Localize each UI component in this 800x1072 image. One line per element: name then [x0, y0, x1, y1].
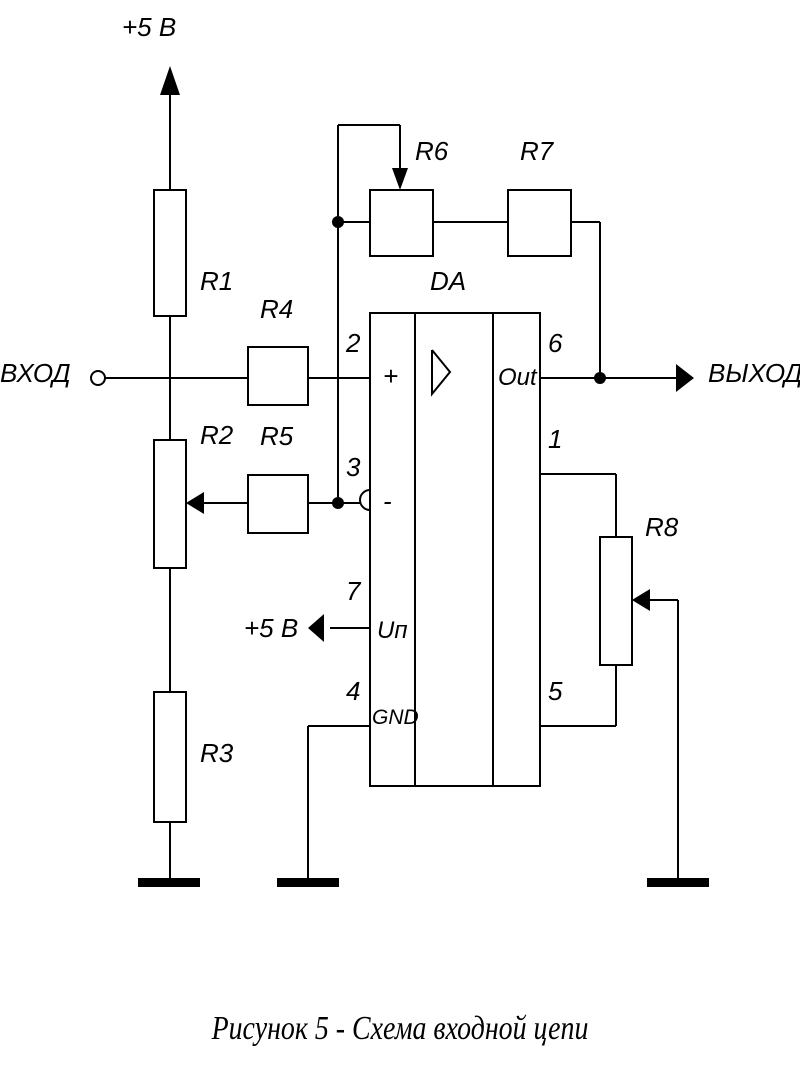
label-pin3: 3: [346, 452, 361, 482]
r6-wiper-arrow: [392, 168, 408, 190]
supply-arrow-up: [160, 66, 180, 95]
label-pin4: 4: [346, 676, 360, 706]
label-r2: R2: [200, 420, 234, 450]
label-output: ВЫХОД: [708, 358, 800, 388]
label-r8: R8: [645, 512, 679, 542]
r8-wiper-arrow: [632, 589, 650, 611]
output-arrow-icon: [676, 364, 694, 392]
labels: +5 В ВХОД ВЫХОД DA R1 R2 R3 R4 R5 R6 R7 …: [0, 12, 800, 768]
resistor-r5: [247, 474, 309, 534]
label-input: ВХОД: [0, 358, 71, 388]
input-branch: [90, 346, 370, 406]
voltage-divider: [138, 66, 200, 887]
label-supply-side: +5 В: [244, 613, 298, 643]
resistor-r3: [153, 691, 187, 823]
label-r5: R5: [260, 421, 294, 451]
resistor-r2: [153, 439, 187, 569]
resistor-r8: [599, 536, 633, 666]
resistor-r1: [153, 189, 187, 317]
output-branch: [540, 364, 694, 392]
label-plus: +: [383, 361, 398, 391]
inverting-branch: [186, 474, 381, 534]
resistor-r7: [507, 189, 572, 257]
label-r1: R1: [200, 266, 233, 296]
opamp-da: [369, 312, 541, 787]
junction-r6: [332, 216, 344, 228]
feedback-network: [332, 124, 601, 503]
r2-wiper-arrow: [186, 492, 204, 514]
label-r3: R3: [200, 738, 234, 768]
label-pin6: 6: [548, 328, 563, 358]
gnd-pin: [277, 725, 370, 887]
label-r7: R7: [520, 136, 555, 166]
label-pin2: 2: [345, 328, 361, 358]
label-gnd: GND: [372, 706, 419, 729]
opamp-triangle-icon: [431, 349, 452, 397]
supply-arrow-left: [308, 614, 324, 642]
label-r6: R6: [415, 136, 449, 166]
supply-pin: [308, 614, 370, 642]
ground-right: [647, 878, 709, 887]
label-supply-top: +5 В: [122, 12, 176, 42]
ground-left: [138, 878, 200, 887]
ground-middle: [277, 878, 339, 887]
figure-caption: Рисунок 5 - Схема входной цепи: [211, 1010, 589, 1047]
resistor-r4: [247, 346, 309, 406]
label-pin7: 7: [346, 576, 362, 606]
label-pin5: 5: [548, 676, 563, 706]
resistor-r6: [369, 189, 434, 257]
label-r4: R4: [260, 294, 293, 324]
label-out: Out: [498, 364, 538, 391]
offset-trim: [540, 473, 709, 887]
label-pin1: 1: [548, 424, 562, 454]
junction-output: [594, 372, 606, 384]
label-up: Uп: [377, 617, 408, 644]
label-chip: DA: [430, 266, 466, 296]
label-minus: -: [383, 486, 392, 516]
input-terminal: [90, 370, 106, 386]
